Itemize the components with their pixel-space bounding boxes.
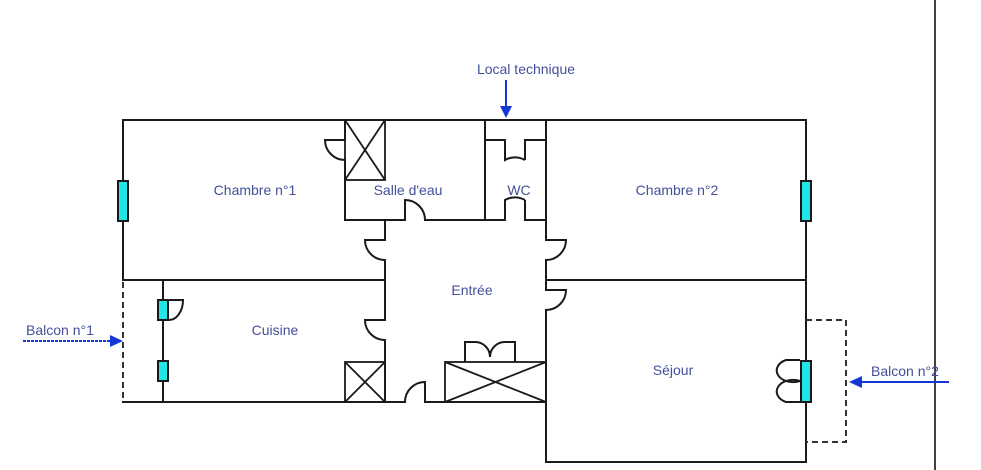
shaft-salle-eau [344, 119, 386, 181]
shaft-cuisine [344, 361, 386, 403]
door-sejour-window [775, 359, 804, 403]
door-salle-eau [323, 139, 346, 161]
label-cuisine: Cuisine [252, 322, 299, 338]
door-cuisine [363, 319, 386, 341]
label-balcon2: Balcon n°2 [871, 363, 939, 379]
doors [168, 139, 804, 403]
label-chambre1: Chambre n°1 [214, 182, 297, 198]
annotation-local-technique: Local technique [477, 61, 575, 118]
label-local-technique: Local technique [477, 61, 575, 77]
arrowhead-down-icon [500, 106, 512, 118]
shafts [344, 119, 547, 403]
door-sejour [545, 289, 568, 311]
balconies [122, 282, 847, 443]
label-entree: Entrée [451, 282, 492, 298]
door-closet [464, 341, 516, 362]
label-salle-eau: Salle d'eau [374, 182, 443, 198]
window-cuisine-1 [157, 299, 169, 321]
annotation-balcon1: Balcon n°1 [23, 322, 123, 347]
room-labels: Chambre n°1 Salle d'eau WC Chambre n°2 E… [214, 182, 719, 378]
window-cuisine-2 [157, 360, 169, 382]
arrowhead-left-icon [849, 376, 862, 388]
door-cuisine-balcony [168, 299, 185, 321]
arrowhead-right-icon [110, 335, 123, 347]
door-local-technique [504, 140, 526, 162]
door-salle-eau-entree [404, 198, 426, 221]
balcony2-outline [806, 319, 847, 443]
annotation-balcon2: Balcon n°2 [849, 363, 949, 388]
windows [117, 180, 812, 403]
door-wc [504, 196, 526, 220]
window-chambre1 [117, 180, 129, 222]
window-chambre2 [800, 180, 812, 222]
label-sejour: Séjour [653, 362, 694, 378]
door-chambre1 [363, 239, 386, 261]
window-sejour [800, 360, 812, 403]
door-chambre2 [545, 239, 568, 261]
label-balcon1: Balcon n°1 [26, 322, 94, 338]
door-entrance [404, 380, 426, 403]
label-chambre2: Chambre n°2 [636, 182, 719, 198]
label-wc: WC [507, 182, 530, 198]
closet-entree [444, 361, 547, 403]
